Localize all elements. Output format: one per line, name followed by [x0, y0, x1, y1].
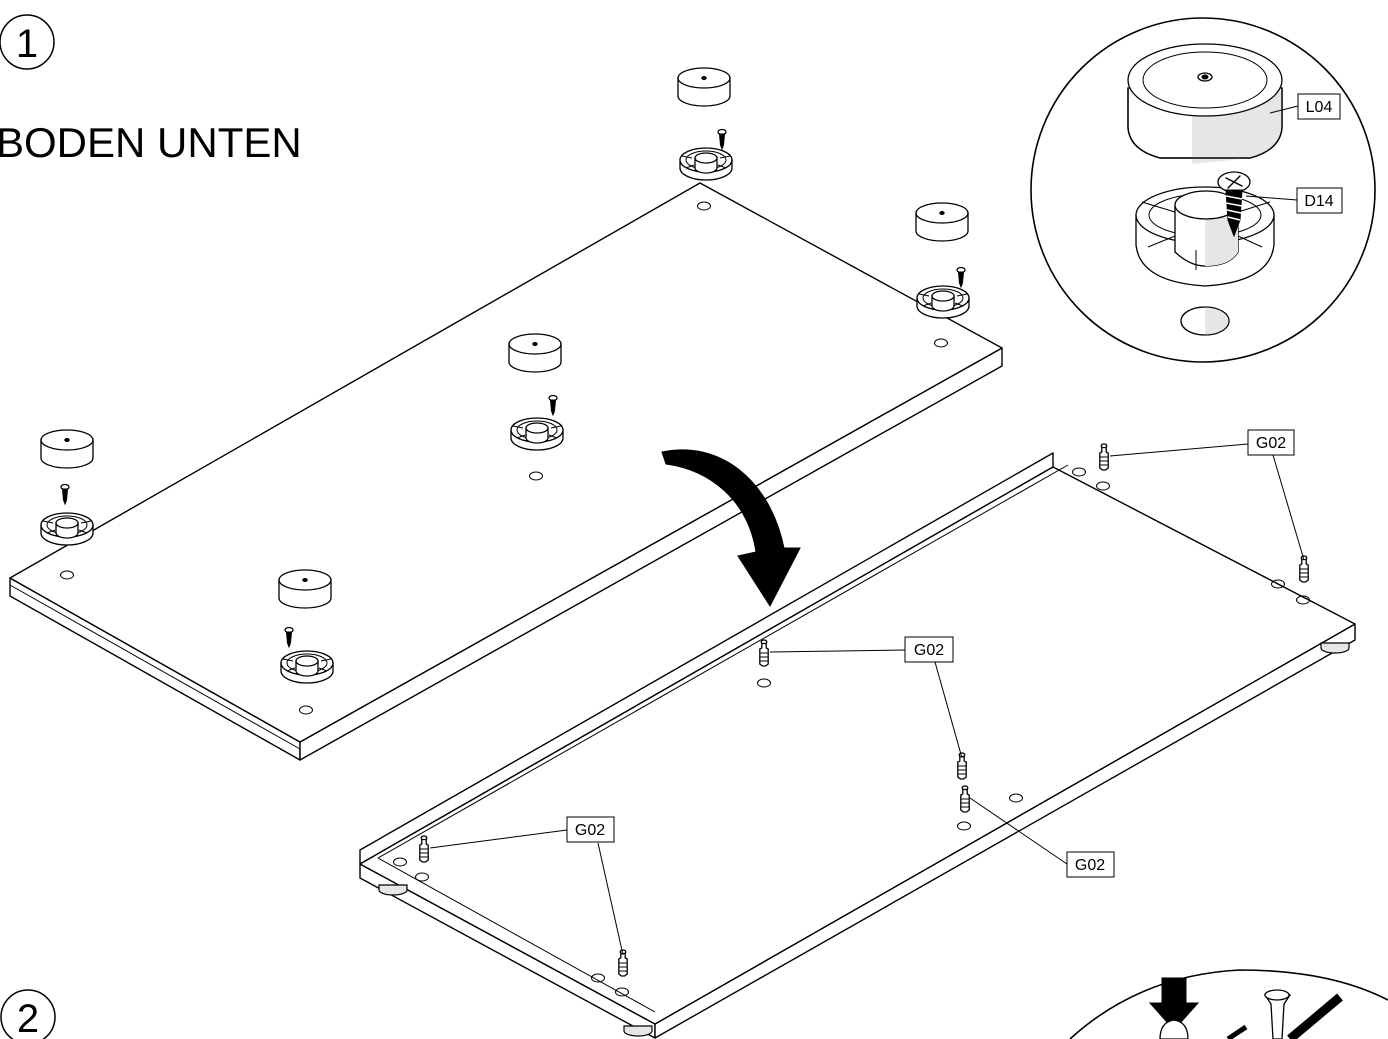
step-1-title: BODEN UNTEN [0, 119, 302, 166]
glider-socket-detail [1135, 186, 1275, 287]
step-2-number-circle [0, 989, 56, 1039]
glider-left [40, 429, 94, 546]
label-l04: L04 [1306, 99, 1333, 116]
glider-cap-detail [1127, 43, 1283, 164]
callout-g02-top-right: G02 [1109, 429, 1305, 561]
detail-view: L04 D14 [1030, 17, 1376, 363]
label-g02: G02 [1075, 857, 1105, 874]
step-1-number-circle [0, 14, 55, 70]
callout-g02-middle: G02 [769, 636, 963, 759]
glider-right [915, 202, 970, 319]
step-2-header: 2 [0, 989, 56, 1039]
label-g02: G02 [575, 822, 605, 839]
callout-g02-bottom-left: G02 [429, 816, 624, 956]
step-2-number: 2 [17, 997, 39, 1039]
label-g02: G02 [914, 642, 944, 659]
hole-detail [1180, 306, 1230, 336]
upper-board [9, 67, 1003, 761]
step-1-number: 1 [16, 22, 38, 66]
callout-g02-bottom-right: G02 [969, 797, 1115, 878]
lower-board [359, 443, 1356, 1039]
flip-arrow [661, 449, 801, 607]
label-d14: D14 [1304, 193, 1333, 210]
glider-back [677, 67, 733, 181]
screw-detail [1217, 171, 1251, 238]
step-1-header: 1 BODEN UNTEN [0, 14, 302, 166]
step-2-detail-view [1069, 969, 1388, 1039]
label-g02: G02 [1256, 435, 1286, 452]
